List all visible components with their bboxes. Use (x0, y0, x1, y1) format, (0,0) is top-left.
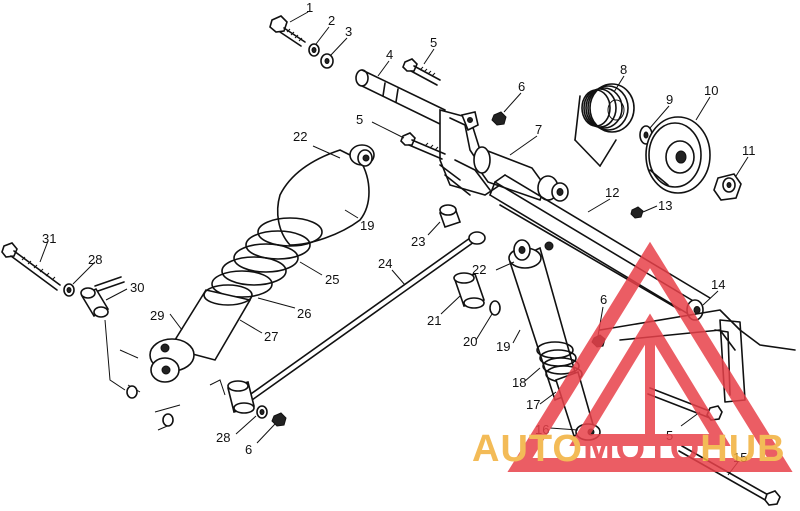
callout-18: 18 (512, 375, 526, 390)
nut-part-6-bottom (271, 412, 287, 427)
callout-6-top: 6 (518, 79, 525, 94)
nut-part-13 (630, 206, 644, 219)
callout-17: 17 (526, 397, 540, 412)
callout-5-middle: 5 (356, 112, 363, 127)
washer-part-2 (308, 43, 320, 57)
callout-30: 30 (130, 280, 144, 295)
shaft-part-4 (355, 69, 446, 125)
callout-13: 13 (658, 198, 672, 213)
callout-12: 12 (605, 185, 619, 200)
washer-part-20 (489, 300, 501, 316)
callout-31: 31 (42, 231, 56, 246)
callout-19-right: 19 (496, 339, 510, 354)
callout-23: 23 (411, 234, 425, 249)
callout-3: 3 (345, 24, 352, 39)
callout-2: 2 (328, 13, 335, 28)
washer-part-28-left (63, 283, 75, 297)
callout-29: 29 (150, 308, 164, 323)
callout-1: 1 (306, 0, 313, 15)
watermark-logo: AUTOMOTOHUB (472, 241, 793, 472)
callout-6-bottom: 6 (245, 442, 252, 457)
watermark-triangle-icon (507, 241, 793, 472)
rail-arm-part-12 (489, 174, 711, 316)
callout-28-left: 28 (88, 252, 102, 267)
spacer-part-30 (80, 276, 125, 318)
bolt-part-5-top (402, 58, 441, 86)
washer-part-3 (320, 53, 334, 69)
callout-labels: 1 2 3 4 5 5 5 6 6 6 7 8 9 10 11 12 13 14… (42, 0, 756, 465)
idler-wheel-part-10 (645, 116, 711, 194)
callout-11: 11 (742, 143, 756, 158)
callout-20: 20 (463, 334, 477, 349)
callout-9: 9 (666, 92, 673, 107)
tie-rod-part-24 (227, 231, 486, 414)
callout-22-right: 22 (472, 262, 486, 277)
callout-21: 21 (427, 313, 441, 328)
callout-14: 14 (711, 277, 725, 292)
shock-absorber-left (149, 144, 375, 383)
bushing-part-21 (453, 272, 486, 309)
callout-8: 8 (620, 62, 627, 77)
callout-28-bottom: 28 (216, 430, 230, 445)
callout-19-left: 19 (360, 218, 374, 233)
nut-part-6-top (491, 111, 507, 126)
callout-4: 4 (386, 47, 393, 62)
watermark-auto: AUTO (472, 428, 583, 470)
callout-5-top: 5 (430, 35, 437, 50)
callout-6-middle: 6 (600, 292, 607, 307)
callout-25: 25 (325, 272, 339, 287)
torsion-spring-part-8 (574, 83, 635, 167)
bushing-part-23 (438, 204, 462, 229)
callout-24: 24 (378, 256, 392, 271)
callout-26: 26 (297, 306, 311, 321)
callout-7: 7 (535, 122, 542, 137)
watermark-hub: HUB (700, 428, 785, 470)
bolt-part-31 (1, 242, 61, 291)
washer-part-28-bottom (256, 405, 268, 419)
leader-lines (39, 11, 749, 476)
bolt-part-5-middle (400, 132, 446, 160)
callout-22-left: 22 (293, 129, 307, 144)
callout-10: 10 (704, 83, 718, 98)
collar-part-11 (713, 173, 742, 201)
watermark-moto: MOTO (583, 428, 700, 470)
callout-27: 27 (264, 329, 278, 344)
watermark-text: AUTOMOTOHUB (472, 428, 786, 470)
assembly-guide-lines (104, 319, 226, 431)
bolt-part-1 (269, 15, 306, 47)
